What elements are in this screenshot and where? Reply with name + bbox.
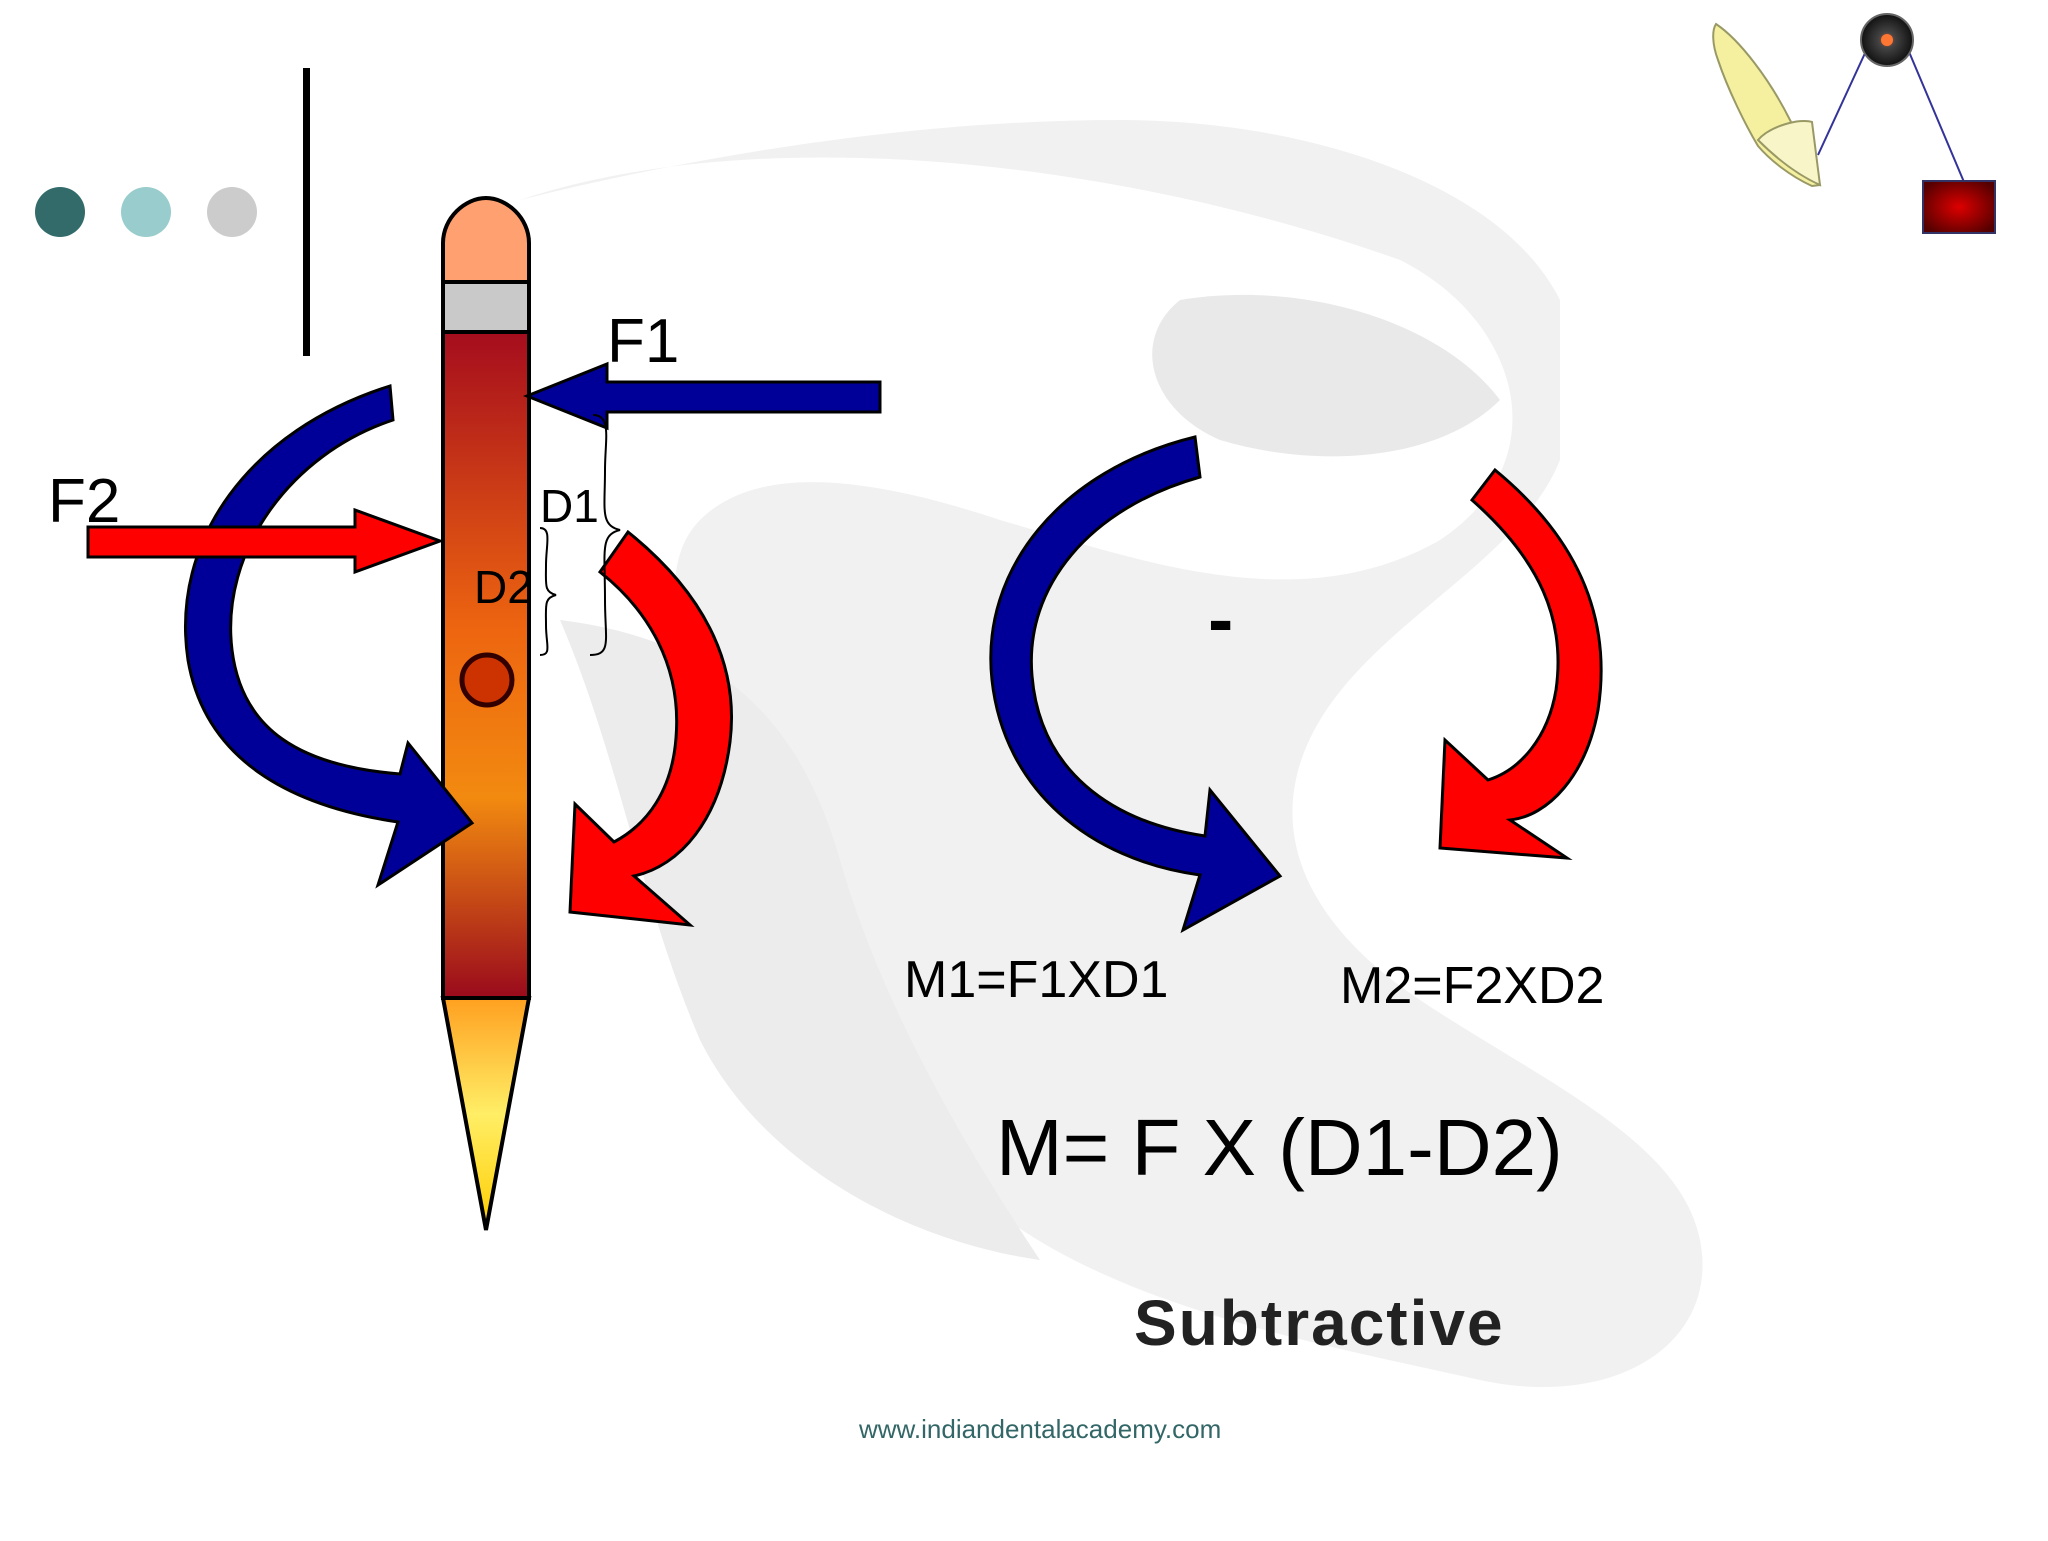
d1-label: D1 <box>540 480 599 532</box>
red-moment-arrow-right <box>1438 467 1603 860</box>
d2-label: D2 <box>474 561 533 613</box>
pencil-tip <box>440 996 532 1231</box>
blue-moment-arrow-left <box>183 384 475 889</box>
bullet-dot-light <box>121 187 171 237</box>
pencil-ferrule <box>441 280 531 334</box>
m2-equation: M2=F2XD2 <box>1340 957 1604 1015</box>
bullet-dot-gray <box>207 187 257 237</box>
d2-brace <box>539 527 557 656</box>
moment-formula: M= F X (D1-D2) <box>996 1103 1563 1192</box>
website-link[interactable]: www.indiandentalacademy.com <box>858 1414 1221 1444</box>
minus-sign: - <box>1208 577 1233 662</box>
bullet-dot-dark <box>35 187 85 237</box>
vertical-divider <box>303 68 310 356</box>
f2-label: F2 <box>48 467 120 536</box>
f1-label: F1 <box>607 307 679 376</box>
pencil-eraser <box>441 195 531 284</box>
red-moment-arrow-left <box>568 529 733 928</box>
m1-equation: M1=F1XD1 <box>904 951 1168 1009</box>
pencil <box>440 195 532 1231</box>
blue-moment-arrow-right <box>989 435 1283 934</box>
subtitle-subtractive: Subtractive <box>1134 1287 1505 1359</box>
f1-force-arrow <box>522 361 882 431</box>
center-of-resistance <box>459 652 515 708</box>
d1-brace <box>589 414 621 656</box>
f2-force-arrow <box>86 507 445 575</box>
tooth-pulley-weight-logo <box>1712 13 1996 234</box>
